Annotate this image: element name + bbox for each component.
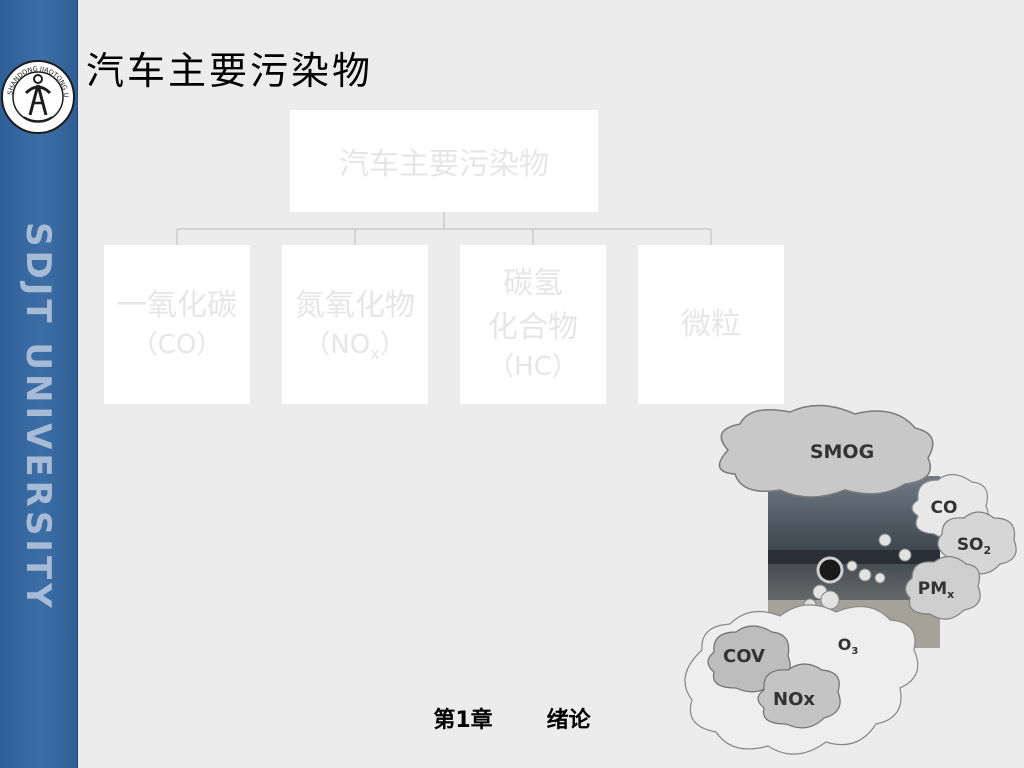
cov-label: COV <box>723 646 765 667</box>
footer-section: 绪论 <box>546 708 591 733</box>
page-title: 汽车主要污染物 <box>86 49 374 93</box>
nox-cloud <box>757 663 841 729</box>
chart-node-label-2: 化合物 <box>488 309 578 345</box>
chart-node-label: 氮氧化物 <box>295 287 415 323</box>
co-label: CO <box>931 498 958 518</box>
smog-cloud <box>718 404 934 498</box>
chart-node-co: 一氧化碳 （CO） <box>104 245 250 404</box>
chart-node-label: 一氧化碳 <box>117 287 237 323</box>
sidebar-vertical-text: SDJT UNIVERSITY <box>18 222 58 612</box>
chart-node-particulates: 微粒 <box>638 245 784 404</box>
pmx-cloud <box>904 555 981 620</box>
exhaust-pollution-illustration: SMOG CO SO2 PMx O3 COV NOx <box>684 404 1017 755</box>
slide-footer: 第1章 绪论 <box>0 702 1024 734</box>
chart-root-box: 汽车主要污染物 <box>290 110 598 212</box>
chart-root-label: 汽车主要污染物 <box>339 147 549 182</box>
university-logo-icon: SHANDONG JIAOTONG UNIVERSITY <box>0 57 77 137</box>
chart-node-hc: 碳氢 化合物 （HC） <box>460 245 606 404</box>
o3-label: O3 <box>838 635 859 657</box>
chart-node-label: 微粒 <box>681 306 741 342</box>
nox-label: NOx <box>773 689 815 710</box>
exhaust-pipe-icon <box>816 556 844 584</box>
so2-label: SO2 <box>957 535 991 557</box>
footer-chapter: 第1章 <box>433 708 493 733</box>
chart-node-label: 碳氢 <box>503 266 563 302</box>
sidebar: SHANDONG JIAOTONG UNIVERSITY SDJT UNIVER… <box>0 0 78 768</box>
pmx-label: PMx <box>918 579 955 601</box>
smog-label: SMOG <box>810 441 874 463</box>
chart-node-formula: （HC） <box>488 352 578 383</box>
chart-node-formula: （CO） <box>131 330 223 361</box>
chart-node-formula: （NOx） <box>304 330 406 364</box>
chart-node-nox: 氮氧化物 （NOx） <box>282 245 428 404</box>
